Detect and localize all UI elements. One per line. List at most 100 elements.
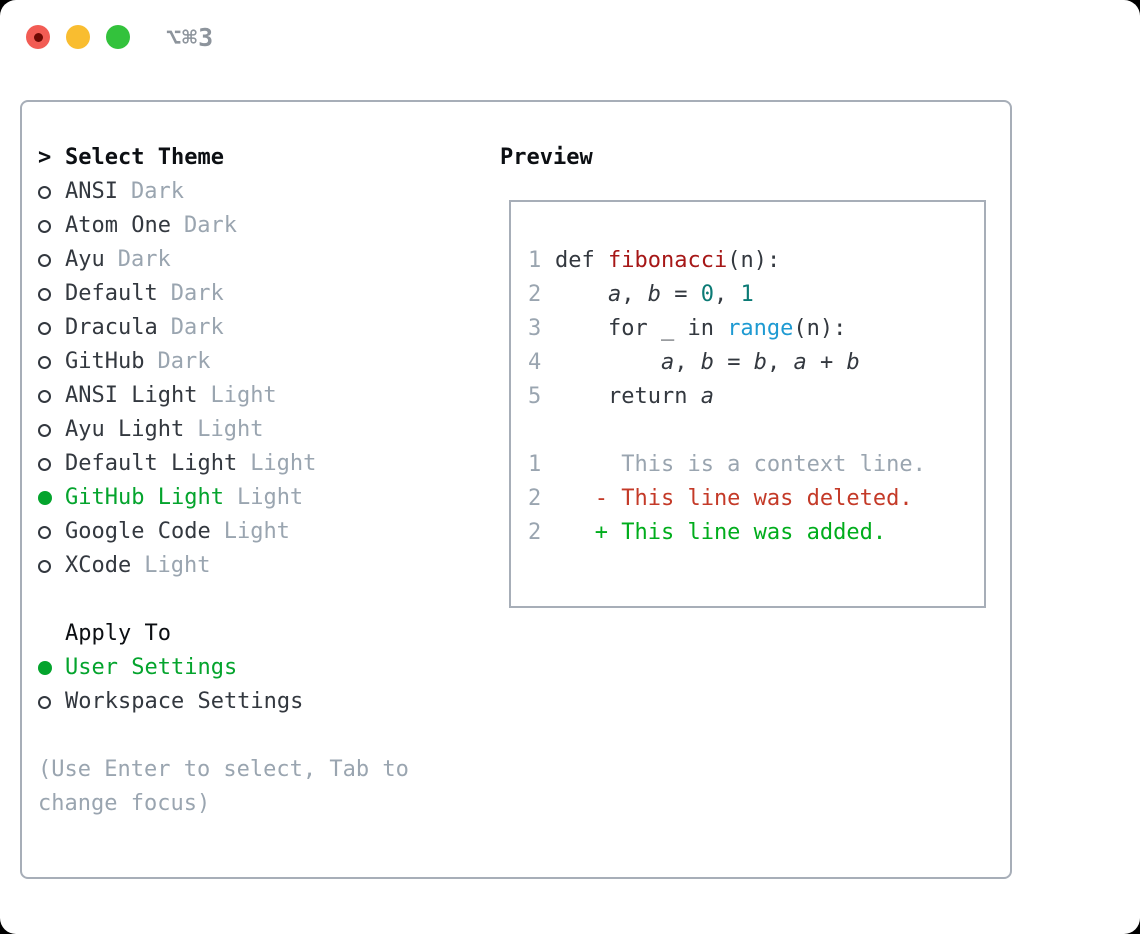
code-line: 1 def fibonacci(n): bbox=[528, 244, 926, 278]
theme-option[interactable]: Dracula Dark bbox=[38, 311, 488, 345]
option-label: XCode bbox=[65, 553, 132, 578]
option-variant-label: Light bbox=[250, 451, 317, 476]
code-segment-func: fibonacci bbox=[607, 248, 728, 273]
code-line: 5 return a bbox=[528, 380, 926, 414]
line-number: 1 bbox=[528, 248, 542, 273]
code-segment-code bbox=[555, 350, 661, 375]
code-line: 3 for _ in range(n): bbox=[528, 312, 926, 346]
option-label: Ayu bbox=[65, 247, 105, 272]
hint-text-line2: change focus) bbox=[38, 791, 211, 816]
radio-selected-icon[interactable] bbox=[38, 491, 52, 505]
option-label: ANSI Light bbox=[65, 383, 198, 408]
hint-text-line1: (Use Enter to select, Tab to bbox=[38, 757, 409, 782]
code-segment-code: return bbox=[555, 384, 701, 409]
theme-option[interactable]: Google Code Light bbox=[38, 515, 488, 549]
radio-icon[interactable] bbox=[38, 355, 51, 369]
code-segment-code: , bbox=[713, 282, 741, 307]
radio-icon[interactable] bbox=[38, 185, 51, 199]
code-line: 1 This is a context line. bbox=[528, 448, 926, 482]
code-segment-code: = bbox=[660, 282, 701, 307]
code-segment-code: + bbox=[806, 350, 847, 375]
code-segment-code: (n): bbox=[727, 248, 781, 273]
option-label: Google Code bbox=[65, 519, 211, 544]
apply-option[interactable]: User Settings bbox=[38, 651, 488, 685]
theme-option[interactable]: ANSI Light Light bbox=[38, 379, 488, 413]
option-variant-label: Dark bbox=[170, 315, 224, 340]
select-theme-title: Select Theme bbox=[65, 145, 224, 170]
code-segment-builtin: range bbox=[727, 316, 794, 341]
radio-icon[interactable] bbox=[38, 695, 51, 709]
option-label: GitHub bbox=[65, 349, 145, 374]
minimize-button[interactable] bbox=[66, 25, 90, 49]
code-segment-code: , bbox=[766, 350, 794, 375]
code-segment-var: a bbox=[607, 282, 622, 307]
code-segment-code: , bbox=[674, 350, 701, 375]
apply-to-title: Apply To bbox=[65, 621, 171, 646]
code-segment-num: 1 bbox=[740, 282, 754, 307]
zoom-button[interactable] bbox=[106, 25, 130, 49]
code-segment-added: + This line was added. bbox=[555, 520, 887, 545]
option-label: Dracula bbox=[65, 315, 158, 340]
radio-icon[interactable] bbox=[38, 287, 51, 301]
code-line: 2 + This line was added. bbox=[528, 516, 926, 550]
option-label: Atom One bbox=[65, 213, 171, 238]
option-variant-label: Dark bbox=[183, 213, 237, 238]
code-segment-code: (n): bbox=[793, 316, 847, 341]
line-number: 1 bbox=[528, 452, 542, 477]
theme-option[interactable]: Ayu Light Light bbox=[38, 413, 488, 447]
spacer bbox=[38, 583, 488, 617]
theme-option[interactable]: Default Dark bbox=[38, 277, 488, 311]
radio-selected-icon[interactable] bbox=[38, 661, 52, 675]
radio-icon[interactable] bbox=[38, 253, 51, 267]
code-segment-var: a bbox=[660, 350, 675, 375]
option-label: User Settings bbox=[65, 655, 238, 680]
code-segment-var: b bbox=[753, 350, 767, 375]
radio-icon[interactable] bbox=[38, 321, 51, 335]
code-segment-deleted: - This line was deleted. bbox=[555, 486, 913, 511]
prompt-cursor-icon: > bbox=[38, 145, 52, 170]
radio-icon[interactable] bbox=[38, 423, 51, 437]
line-number: 2 bbox=[528, 486, 542, 511]
theme-option[interactable]: Ayu Dark bbox=[38, 243, 488, 277]
option-label: Ayu Light bbox=[65, 417, 185, 442]
option-variant-label: Light bbox=[223, 519, 290, 544]
theme-option[interactable]: GitHub Dark bbox=[38, 345, 488, 379]
code-segment-var: a bbox=[700, 384, 714, 409]
close-button[interactable] bbox=[26, 25, 50, 49]
code-line: 2 a, b = 0, 1 bbox=[528, 278, 926, 312]
radio-icon[interactable] bbox=[38, 219, 51, 233]
code-segment-var: b bbox=[647, 282, 661, 307]
radio-icon[interactable] bbox=[38, 389, 51, 403]
option-variant-label: Dark bbox=[170, 281, 224, 306]
code-segment-code: , bbox=[621, 282, 648, 307]
option-variant-label: Light bbox=[210, 383, 277, 408]
apply-option[interactable]: Workspace Settings bbox=[38, 685, 488, 719]
code-line: 2 - This line was deleted. bbox=[528, 482, 926, 516]
option-label: Default Light bbox=[65, 451, 238, 476]
code-segment-code: for _ in bbox=[555, 316, 728, 341]
code-line bbox=[528, 414, 926, 448]
theme-option[interactable]: Default Light Light bbox=[38, 447, 488, 481]
option-variant-label: Dark bbox=[117, 247, 171, 272]
radio-icon[interactable] bbox=[38, 559, 51, 573]
option-label: Default bbox=[65, 281, 158, 306]
code-segment-num: 0 bbox=[700, 282, 714, 307]
code-segment-var: b bbox=[700, 350, 714, 375]
code-segment-var: a bbox=[793, 350, 807, 375]
window-shortcut-label: ⌥⌘3 bbox=[166, 23, 215, 52]
radio-icon[interactable] bbox=[38, 457, 51, 471]
option-variant-label: Light bbox=[197, 417, 264, 442]
radio-icon[interactable] bbox=[38, 525, 51, 539]
option-variant-label: Dark bbox=[157, 349, 211, 374]
select-theme-header: > Select Theme bbox=[38, 141, 488, 175]
code-segment-code: def bbox=[555, 248, 608, 273]
theme-option[interactable]: Atom One Dark bbox=[38, 209, 488, 243]
